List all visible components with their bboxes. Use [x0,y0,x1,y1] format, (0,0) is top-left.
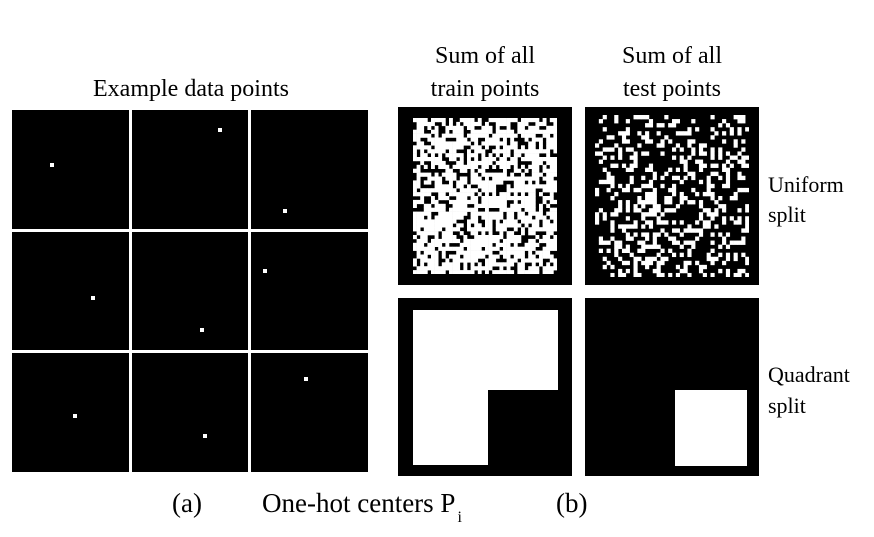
example-dot-1 [218,128,223,133]
quadrant-train-sum-image [398,298,572,476]
quadrant-test-white-square [675,390,747,466]
uniform-train-sum-image [398,107,572,285]
test-sum-header-line2: test points [622,76,721,102]
example-dot-2 [283,208,288,213]
caption-main-text: One-hot centers P [262,488,456,518]
caption-a-label: (a) [172,488,202,518]
example-dot-4 [199,328,204,333]
quadrant-split-label-line2: split [768,393,806,418]
example-cell-2-0 [12,353,129,472]
uniform-test-sum-image [585,107,759,285]
caption-b-label: (b) [556,488,588,518]
uniform-train-noise [413,118,557,274]
example-cell-0-1 [131,110,249,229]
panel-a-title: Example data points [93,76,289,102]
example-cell-1-0 [12,231,129,351]
uniform-split-label-line2: split [768,202,806,227]
example-dot-3 [90,296,95,301]
example-dot-0 [49,162,54,167]
uniform-split-label-line1: Uniform [768,172,844,197]
example-cell-1-2 [251,231,368,351]
train-sum-header-line1: Sum of all [435,43,535,69]
example-dot-5 [263,268,268,273]
example-dot-6 [73,414,77,419]
example-cell-2-1 [131,353,249,472]
example-dot-7 [203,434,208,439]
train-sum-header-line2: train points [430,76,540,102]
example-points-grid [12,110,368,472]
example-cell-2-2 [251,353,368,472]
example-dot-8 [304,377,309,382]
quadrant-test-sum-image [585,298,759,476]
test-sum-header-line1: Sum of all [622,43,722,69]
caption-subscript: i [457,509,462,526]
example-cell-0-2 [251,110,368,229]
example-cell-0-0 [12,110,129,229]
quadrant-train-white-left [413,310,488,465]
uniform-test-noise [595,115,749,277]
quadrant-split-label-line1: Quadrant [768,362,850,387]
example-cell-1-1 [131,231,249,351]
